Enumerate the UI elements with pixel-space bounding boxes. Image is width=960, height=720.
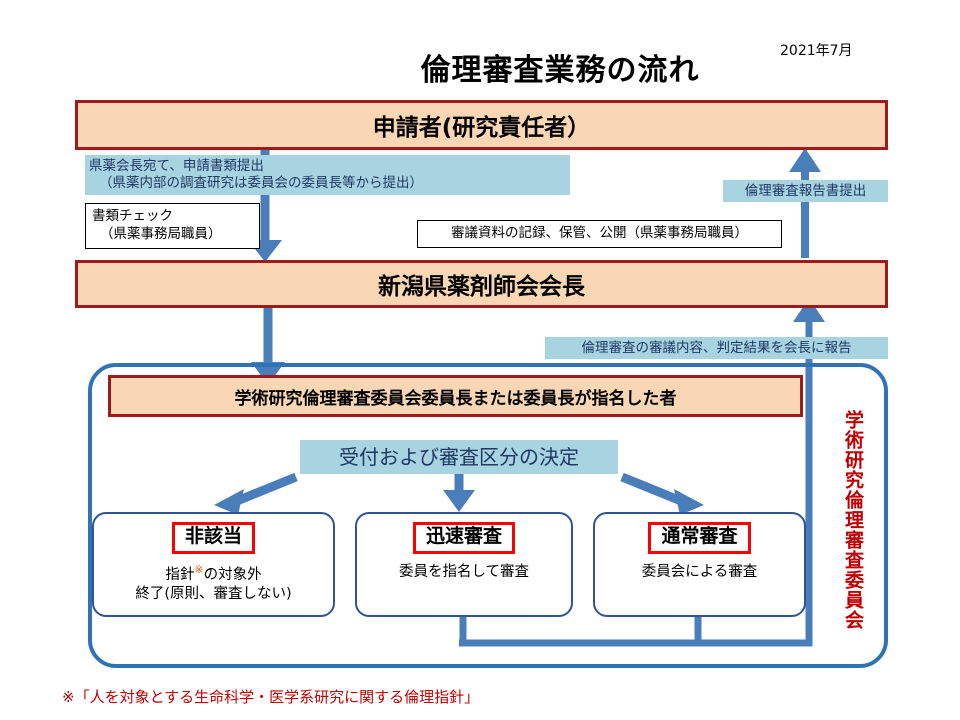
note-record-keep: 審議資料の記録、保管、公開（県薬事務局職員） [417,220,782,248]
node-result-normal-review-title: 通常審査 [648,522,751,554]
node-committee-chair-label: 学術研究倫理審査委員会委員長または委員長が指名した者 [234,388,677,409]
na-sub-after: の対象外 [203,566,262,583]
node-result-not-applicable-sub: 指針※の対象外 終了(原則、審査しない) [135,563,291,605]
node-result-not-applicable[interactable]: 非該当 指針※の対象外 終了(原則、審査しない) [92,512,335,617]
node-result-rapid-review-title: 迅速審査 [412,522,515,554]
node-president[interactable]: 新潟県薬剤師会会長 [75,260,888,308]
annotation-report-submit-label: 倫理審査報告書提出 [744,182,867,199]
note-document-check-line2: （県薬事務局職員） [100,226,222,242]
node-applicant-label: 申請者(研究責任者） [372,115,591,141]
node-result-not-applicable-title: 非該当 [171,522,255,554]
committee-container [88,363,888,668]
note-document-check-line1: 書類チェック [92,208,173,225]
note-record-keep-label: 審議資料の記録、保管、公開（県薬事務局職員） [451,225,748,242]
annotation-submit-line1: 県薬会長宛て、申請書類提出 [89,158,264,175]
node-result-rapid-review-sub: 委員を指名して審査 [398,563,530,580]
note-document-check: 書類チェック （県薬事務局職員） [85,203,260,249]
page-title: 倫理審査業務の流れ [420,53,700,88]
committee-vertical-label: 学術研究倫理審査委員会 [842,409,864,630]
na-sub-line2: 終了(原則、審査しない) [135,586,292,603]
node-applicant[interactable]: 申請者(研究責任者） [75,100,888,150]
annotation-result-report-label: 倫理審査の審議内容、判定結果を会長に報告 [581,339,852,356]
node-president-label: 新潟県薬剤師会会長 [378,274,585,300]
annotation-submit: 県薬会長宛て、申請書類提出 （県薬内部の調査研究は委員会の委員長等から提出） [85,155,570,195]
node-result-normal-review[interactable]: 通常審査 委員会による審査 [593,512,806,617]
annotation-result-report: 倫理審査の審議内容、判定結果を会長に報告 [545,337,888,359]
node-committee-chair[interactable]: 学術研究倫理審査委員会委員長または委員長が指名した者 [108,375,803,417]
annotation-report-submit: 倫理審査報告書提出 [723,180,888,202]
page-date: 2021年7月 [780,43,853,59]
asterisk-mark-icon: ※ [194,562,204,576]
arrow-president-to-applicant [789,148,821,258]
na-sub-before: 指針 [165,566,195,583]
node-result-normal-review-sub: 委員会による審査 [641,563,758,580]
annotation-decision: 受付および審査区分の決定 [300,440,618,474]
node-result-rapid-review[interactable]: 迅速審査 委員を指名して審査 [355,512,573,617]
footnote: ※「人を対象とする生命科学・医学系研究に関する倫理指針」 [62,688,480,706]
annotation-submit-line2: （県薬内部の調査研究は委員会の委員長等から提出） [99,175,423,191]
annotation-decision-label: 受付および審査区分の決定 [339,444,579,469]
